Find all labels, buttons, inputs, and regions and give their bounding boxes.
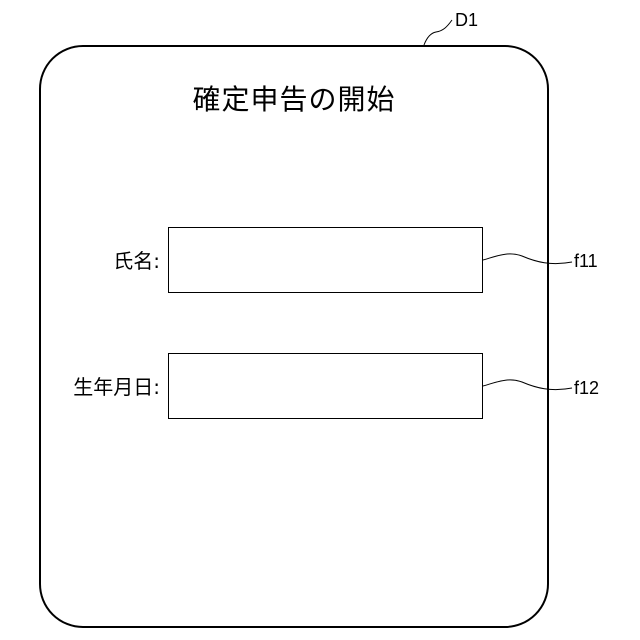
leader-line-f11 bbox=[483, 254, 572, 264]
reference-label-f11: f11 bbox=[574, 250, 598, 272]
reference-label-f12: f12 bbox=[574, 377, 599, 399]
reference-label-d1: D1 bbox=[455, 9, 478, 31]
leader-line-d1 bbox=[424, 20, 452, 45]
leader-line-f12 bbox=[483, 380, 572, 390]
